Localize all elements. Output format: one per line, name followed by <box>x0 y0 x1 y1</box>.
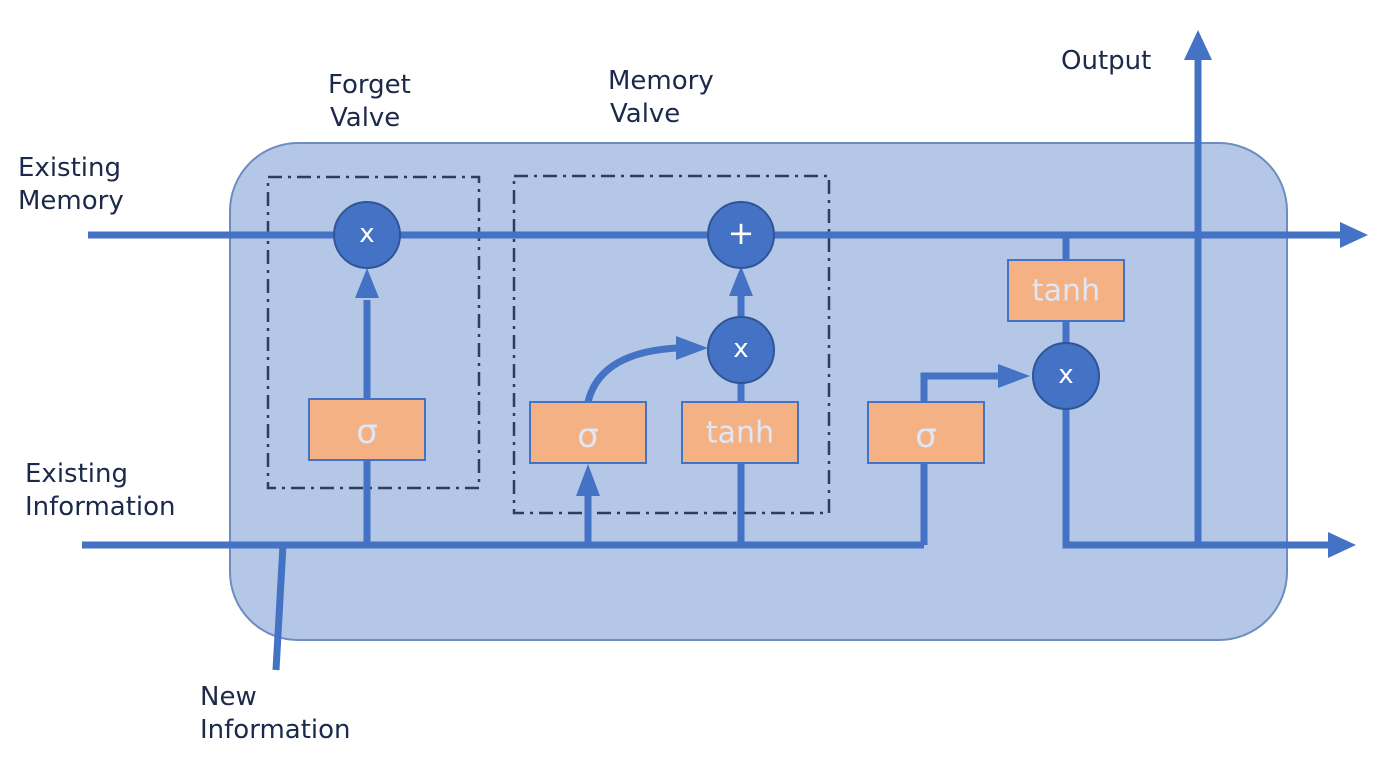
output-multiply-symbol: x <box>1058 360 1073 390</box>
input-tanh-gate: tanh <box>681 401 799 464</box>
memory-add-arrow <box>729 266 753 296</box>
forget-sigma-label: σ <box>356 412 378 452</box>
output-gate-wire <box>920 372 1000 545</box>
existing-memory-label: Existing Memory <box>18 153 129 216</box>
input-sigma-arrow <box>576 464 600 496</box>
hidden-state-wire <box>1062 405 1330 549</box>
output-multiply-node: x <box>1032 342 1100 410</box>
forget-multiply-node: x <box>333 201 401 269</box>
output-arrow <box>1184 30 1212 60</box>
input-multiply-node: x <box>707 316 775 384</box>
output-gate-arrow <box>998 364 1030 388</box>
new-information-line <box>272 544 287 671</box>
forget-multiply-symbol: x <box>359 219 374 249</box>
existing-information-label: Existing Information <box>25 459 176 522</box>
output-sigma-label: σ <box>915 416 937 456</box>
input-multiply-symbol: x <box>733 334 748 364</box>
input-tanh-label: tanh <box>706 416 774 451</box>
output-sigma-gate: σ <box>867 401 985 464</box>
output-label: Output <box>1061 46 1151 76</box>
memory-tanh-gate: tanh <box>1007 259 1125 322</box>
memory-valve-label: Memory Valve <box>608 66 722 129</box>
memory-tanh-label: tanh <box>1032 274 1100 309</box>
input-sigma-gate: σ <box>529 401 647 464</box>
memory-output-arrow <box>1340 222 1368 248</box>
forget-sigma-gate: σ <box>308 398 426 461</box>
memory-add-node: + <box>707 201 775 269</box>
memory-valve-box <box>512 174 831 515</box>
input-sigma-curve-arrow <box>676 336 708 360</box>
input-sigma-label: σ <box>577 416 599 456</box>
forget-valve-label: Forget Valve <box>328 70 419 133</box>
hidden-state-arrow <box>1328 532 1356 558</box>
forget-gate-arrow <box>355 268 379 298</box>
new-information-label: New Information <box>200 682 351 745</box>
memory-add-symbol: + <box>728 214 755 252</box>
input-sigma-curve <box>584 344 679 403</box>
